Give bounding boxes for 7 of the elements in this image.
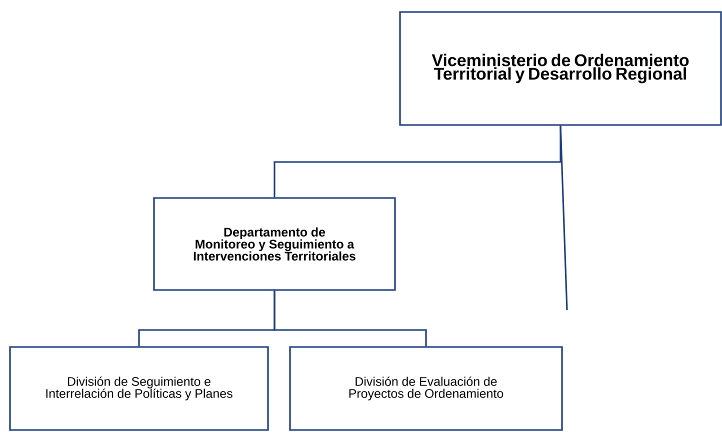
connector-line [274,126,562,198]
connector-line [274,290,427,346]
org-box: Viceministerio de Ordenamiento Territorial y Desarrollo Regional [399,11,722,126]
org-box: División de Seguimiento e Interrelación de Políticas y Planes [9,346,269,431]
org-box: Departamento de Monitoreo y Seguimiento a Intervenciones Territoriales [153,197,396,291]
org-box: División de Evaluación de Proyectos de Ordenamiento [289,346,563,431]
connector-line [560,126,568,310]
